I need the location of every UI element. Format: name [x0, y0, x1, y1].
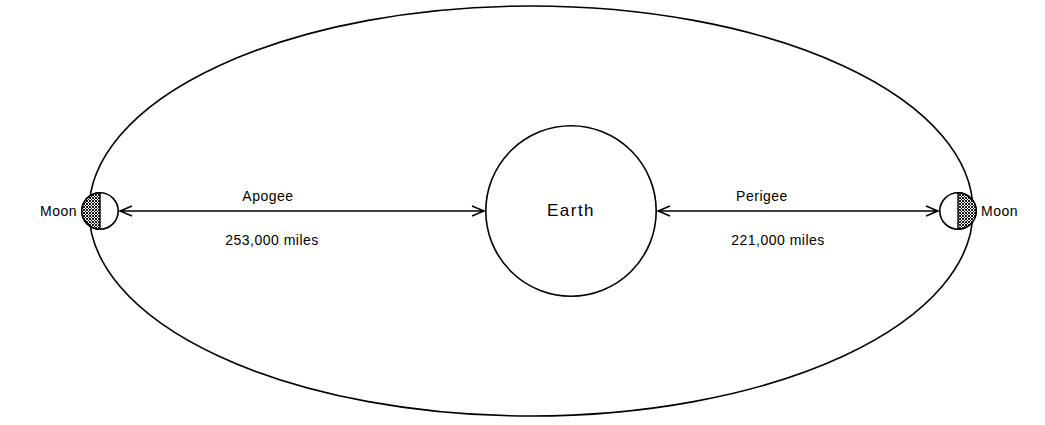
moon-circle: Moon: [81, 192, 119, 230]
distance-arrow: [120, 206, 484, 216]
distance-value: 221,000 miles: [731, 232, 825, 249]
distance-value: 253,000 miles: [225, 232, 319, 249]
moon-orbit: [89, 6, 973, 416]
earth-circle: Earth: [485, 125, 657, 297]
distance-name: Perigee: [736, 188, 788, 205]
earth-label: Earth: [547, 201, 595, 221]
moon-label: Moon: [981, 203, 1018, 220]
distance-name: Apogee: [242, 188, 293, 205]
distance-arrow: [658, 206, 938, 216]
moon-outline: [81, 192, 119, 230]
moon-outline: [939, 192, 977, 230]
moon-circle: Moon: [939, 192, 977, 230]
moon-label: Moon: [40, 203, 77, 220]
